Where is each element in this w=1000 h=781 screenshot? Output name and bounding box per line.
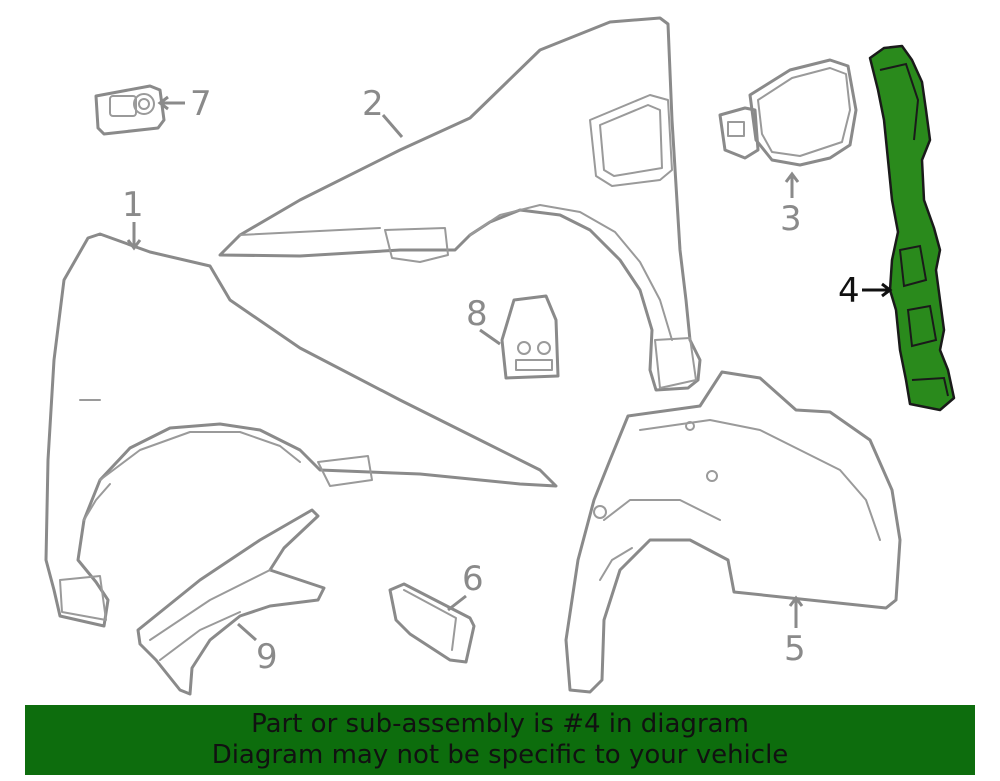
callout-9: 9 [256,637,278,677]
leader-2 [381,114,404,138]
part-9-splash-shield [136,508,326,696]
part-8-plate [500,294,560,380]
callout-3: 3 [780,199,802,239]
part-5-inner-liner [564,370,902,694]
callout-5: 5 [784,629,806,669]
callout-1: 1 [122,185,144,225]
callout-4: 4 [838,271,860,311]
callout-2: 2 [362,84,384,124]
callout-7: 7 [190,84,212,124]
banner-line-2: Diagram may not be specific to your vehi… [211,740,789,770]
leader-8 [479,328,501,346]
callout-8: 8 [466,294,488,334]
part-7-bracket [94,84,166,136]
part-3-fuel-door [718,58,858,167]
banner-line-1: Part or sub-assembly is #4 in diagram [251,709,749,739]
leader-9 [237,622,257,642]
parts-diagram: 7 2 3 1 8 [44,16,956,696]
leader-6 [447,594,467,612]
info-banner: Part or sub-assembly is #4 in diagram Di… [25,705,975,775]
part-4-highlighted-panel [868,44,956,412]
part-6-deflector [388,582,476,664]
part-1-fender [44,232,558,628]
part-2-fender [218,16,702,392]
callout-6: 6 [462,559,484,599]
